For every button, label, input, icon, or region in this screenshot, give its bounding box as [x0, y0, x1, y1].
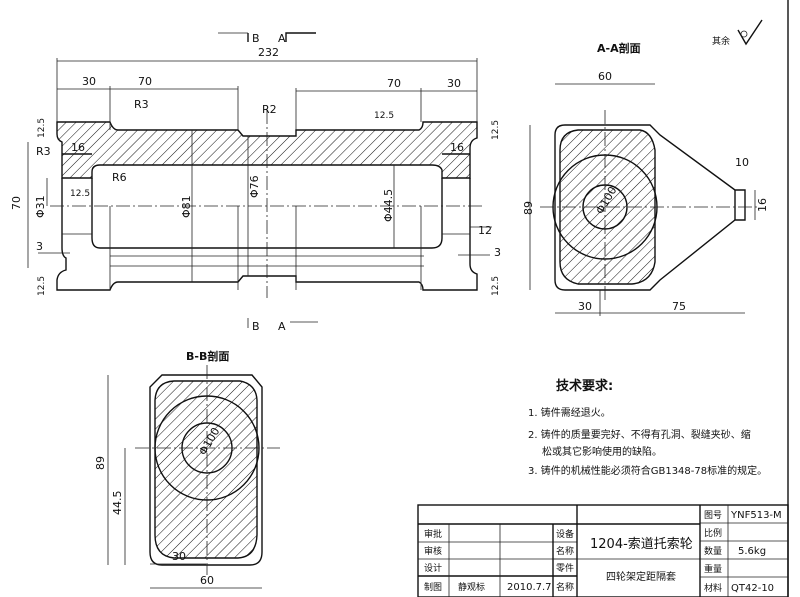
height-70-label: 70	[10, 196, 23, 210]
counterbore-right-label: 16	[450, 141, 464, 154]
r3-left-label: R3	[36, 145, 51, 158]
design-label: 设计	[424, 562, 442, 574]
section-cut-marks-bottom: B A	[247, 318, 318, 333]
roughness-label: 12.5	[374, 111, 394, 121]
a-label: A	[278, 320, 286, 333]
part-label-1-label: 零件	[556, 562, 574, 574]
scale-label-label: 比例	[704, 527, 722, 539]
main-view-dimensions: 232 30 70 70 30 R3 R2 R3 R6 16 16 12.5 1…	[10, 46, 501, 296]
dia-81-label: Φ81	[180, 195, 193, 218]
slot-16-label: 16	[756, 198, 769, 212]
section-bb-title: B-B剖面	[186, 349, 229, 363]
dia-31-label: Φ31	[34, 195, 47, 218]
label-label: 其余	[712, 35, 730, 47]
check-label: 审核	[424, 545, 442, 557]
section-bb-view	[107, 365, 280, 589]
roughness-label: 12.5	[70, 189, 90, 199]
quantity-label-label: 数量	[704, 545, 722, 557]
material-label: QT42-10	[731, 583, 774, 594]
base-30-label: 30	[578, 300, 592, 313]
roughness-note: 其余	[712, 19, 763, 47]
2-label: 松或其它影响使用的缺陷。	[542, 445, 662, 458]
r3-top-label: R3	[134, 98, 149, 111]
drawing-no-label: YNF513-M	[730, 510, 782, 521]
section-cut-marks-top: B A	[218, 32, 316, 45]
b-label: B	[252, 320, 260, 333]
dim-12-label: 12	[478, 224, 492, 237]
left-end-label: 30	[82, 75, 96, 88]
dia-76-label: Φ76	[248, 175, 261, 198]
step-3-right-label: 3	[494, 246, 501, 259]
title-block: 审批 审核 设计 制图 静观标 2010.7.7 设备 名称 零件 名称 120…	[417, 504, 789, 597]
1-label: 2. 铸件的质量要完好、不得有孔洞、裂缝夹砂、缩	[528, 428, 751, 441]
drafter-label: 静观标	[458, 581, 485, 593]
step-3-left-label: 3	[36, 240, 43, 253]
width-60-label: 60	[598, 70, 612, 83]
0-label: 1. 铸件需经退火。	[528, 406, 611, 419]
roughness-label: 12.5	[491, 276, 501, 296]
dia-44-5-label: Φ44.5	[382, 189, 395, 222]
technical-requirements: 技术要求: 1. 铸件需经退火。 2. 铸件的质量要完好、不得有孔洞、裂缝夹砂、…	[528, 378, 767, 477]
overall-length-label: 232	[258, 46, 279, 59]
draw-label: 制图	[424, 581, 442, 593]
quantity-label: 5.6kg	[738, 546, 766, 557]
left-span-label: 70	[138, 75, 152, 88]
3-label: 3. 铸件的机械性能必须符合GB1348-78标准的规定。	[528, 464, 767, 477]
section-aa-title: A-A剖面	[597, 41, 641, 55]
roughness-label: 12.5	[491, 120, 501, 140]
right-end-label: 30	[447, 77, 461, 90]
roughness-label: 12.5	[37, 276, 47, 296]
height-89-label: 89	[94, 456, 107, 470]
r2-label: R2	[262, 103, 277, 116]
width-60-label: 60	[200, 574, 214, 587]
base-30-label: 30	[172, 550, 186, 563]
part-name: 四轮架定距隔套	[606, 570, 676, 583]
height-44-5-label: 44.5	[111, 491, 124, 516]
title-label: 技术要求:	[556, 378, 613, 394]
weight-label-label: 重量	[704, 563, 722, 575]
equipment-name: 1204-索道托索轮	[590, 537, 693, 552]
part-label-2-label: 名称	[556, 581, 574, 593]
right-span-label: 70	[387, 77, 401, 90]
equipment-label-2-label: 名称	[556, 545, 574, 557]
material-label-label: 材料	[704, 582, 722, 594]
slot-10-label: 10	[735, 156, 749, 169]
base-75-label: 75	[672, 300, 686, 313]
drawing-no-label-label: 图号	[704, 510, 722, 521]
r6-label: R6	[112, 171, 127, 184]
roughness-label: 12.5	[37, 118, 47, 138]
date-label: 2010.7.7	[507, 582, 552, 593]
height-89-label: 89	[522, 201, 535, 215]
counterbore-left-label: 16	[71, 141, 85, 154]
b-label: B	[252, 32, 260, 45]
section-aa-view	[529, 83, 760, 316]
a-label: A	[278, 32, 286, 45]
main-view	[27, 58, 492, 298]
review-label: 审批	[424, 528, 442, 540]
equipment-label-1-label: 设备	[556, 528, 574, 540]
